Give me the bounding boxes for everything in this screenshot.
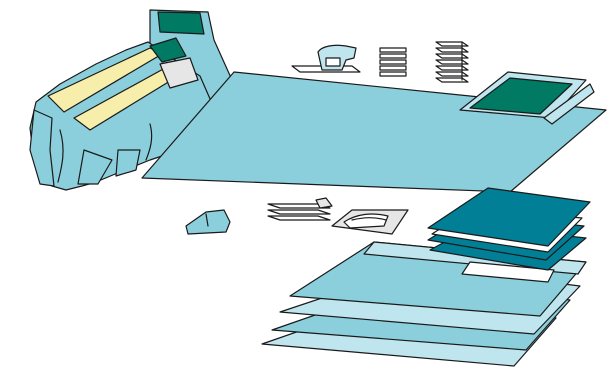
small-pouch-icon [186,210,230,234]
incise-pouch-icon [332,210,408,234]
adhesive-strip-icon [268,198,332,220]
gown-stack-icon [292,45,360,72]
layered-drape-stack [262,188,590,366]
folded-towels-icon [380,48,406,76]
utility-drape-stack-icon [436,42,468,82]
